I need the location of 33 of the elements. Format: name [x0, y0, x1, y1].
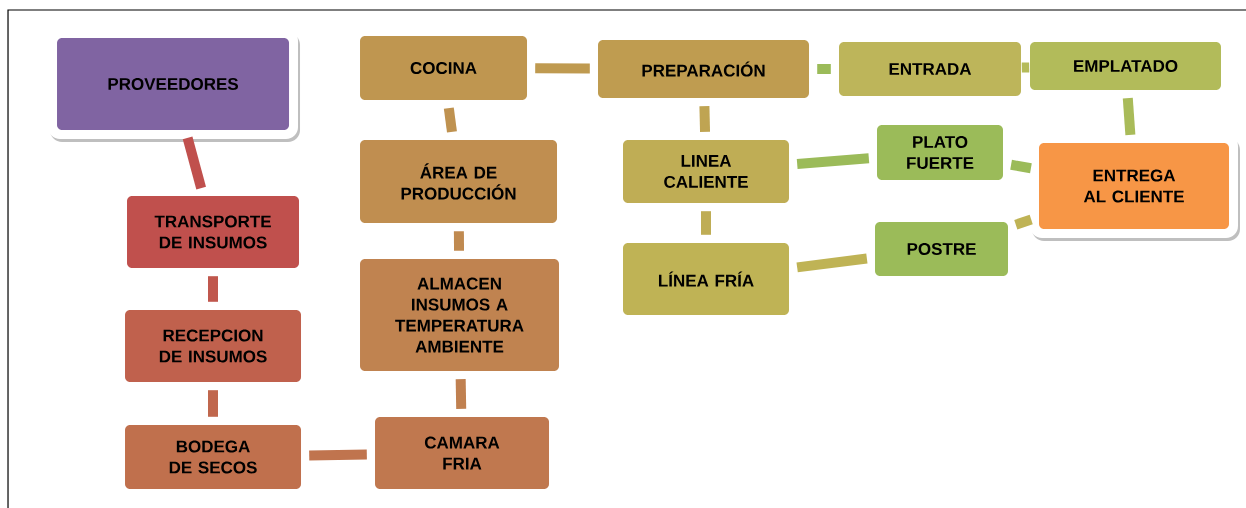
connector-bar [1021, 62, 1030, 73]
process-box: ÁREA DE PRODUCCIÓN [360, 140, 557, 223]
process-box: EMPLATADO [1030, 42, 1221, 90]
process-box: BODEGA DE SECOS [125, 425, 301, 489]
process-box: LÍNEA FRÍA [623, 243, 789, 315]
process-box: COCINA [360, 36, 527, 100]
connector-bar [182, 136, 206, 190]
connector-bar [208, 390, 218, 417]
process-box: POSTRE [875, 222, 1008, 276]
process-box: PROVEEDORES [57, 38, 289, 130]
process-box: ENTREGA AL CLIENTE [1039, 143, 1229, 229]
connector-bar [309, 449, 367, 461]
process-box: PREPARACIÓN [598, 40, 809, 98]
connector-bar [796, 153, 870, 170]
connector-bar [208, 276, 218, 302]
connector-bar [701, 211, 711, 235]
process-box: LINEA CALIENTE [623, 140, 789, 203]
connector-bar [455, 379, 467, 409]
process-box: CAMARA FRIA [375, 417, 549, 489]
connector-bar [699, 106, 711, 132]
connector-bar [1014, 214, 1033, 230]
connector-bar [535, 63, 590, 74]
process-box: TRANSPORTE DE INSUMOS [127, 196, 299, 268]
connector-bar [1122, 97, 1136, 136]
connector-bar [1010, 159, 1032, 174]
connector-bar [796, 253, 868, 273]
process-box: RECEPCION DE INSUMOS [125, 310, 301, 382]
connector-bar [453, 231, 465, 251]
connector-bar [817, 64, 831, 74]
process-box: PLATO FUERTE [877, 125, 1003, 180]
process-box: ENTRADA [839, 42, 1021, 96]
process-box: ALMACEN INSUMOS A TEMPERATURA AMBIENTE [360, 259, 559, 371]
connector-bar [443, 107, 457, 133]
